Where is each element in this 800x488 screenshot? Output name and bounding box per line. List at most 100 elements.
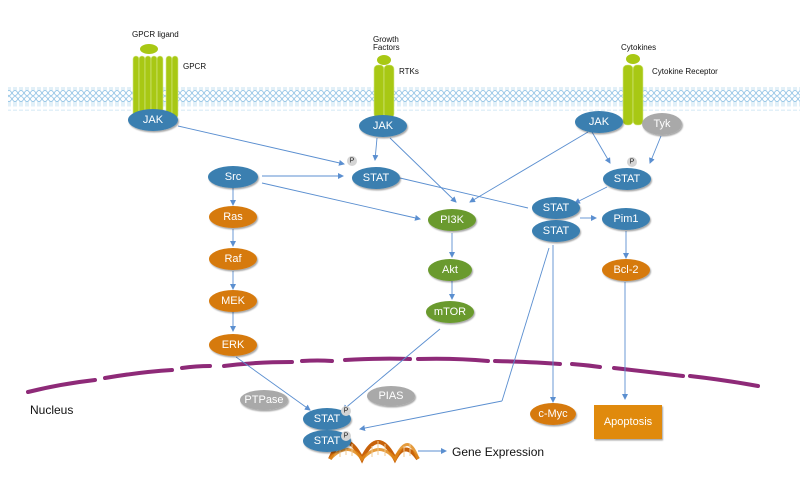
phosphate-circle — [341, 406, 351, 416]
arrow-mtor-to-nuclear-stat — [342, 328, 441, 411]
ras-node-shape — [209, 206, 257, 228]
bcl2-node-label: Bcl-2 — [613, 264, 638, 276]
gpcr-receptor — [132, 44, 179, 119]
mek-node: MEK — [209, 290, 257, 312]
rtk-receptor — [373, 55, 395, 119]
gpcr-ligand-label: GPCR ligand — [132, 30, 179, 39]
stat-node-label: STAT — [363, 172, 390, 184]
arrow-jak2-to-pi3k — [389, 137, 457, 203]
jak-node-label: JAK — [589, 116, 610, 128]
cytokines-label: Cytokines — [621, 43, 656, 52]
cmyc-node: c-Myc — [530, 403, 576, 425]
nuclear-stat-node-shape — [303, 408, 351, 430]
akt-node: Akt — [428, 259, 472, 281]
jak-node: JAK — [359, 115, 407, 137]
cmyc-node-shape — [530, 403, 576, 425]
jak-node-label: JAK — [373, 120, 394, 132]
arrow-stat-right-to-dimer — [574, 186, 608, 204]
raf-node-shape — [209, 248, 257, 270]
raf-node: Raf — [209, 248, 257, 270]
nuclear-stat-node: STAT — [303, 408, 351, 430]
ptpase-node: PTPase — [240, 390, 288, 410]
nuclear-stat-node: STAT — [303, 430, 351, 452]
jak-node: JAK — [128, 109, 178, 131]
phosphate-circle — [341, 431, 351, 441]
ras-node: Ras — [209, 206, 257, 228]
growth-factors-label: Growth — [373, 35, 399, 44]
ptpase-node-shape — [240, 390, 288, 410]
mtor-node-shape — [426, 301, 474, 323]
nuclear-stat-node-label: STAT — [314, 413, 341, 425]
cell-membrane — [8, 87, 800, 111]
pim1-node-shape — [602, 208, 650, 230]
pias-node-shape — [367, 386, 415, 406]
arrow-tyk-to-stat — [649, 135, 662, 164]
tyk-node: Tyk — [642, 113, 682, 135]
erk-node-label: ERK — [222, 339, 245, 351]
phosphate-badge: P — [341, 406, 351, 416]
gpcr-label: GPCR — [183, 62, 206, 71]
growth-factors-label-2: Factors — [373, 43, 400, 52]
phosphate-label: P — [344, 433, 349, 440]
stat-node: STAT — [352, 167, 400, 189]
arrow-to-nuclear-stat-right — [359, 400, 503, 431]
tyk-node-shape — [642, 113, 682, 135]
stat-node-label: STAT — [543, 202, 570, 214]
jak-node-shape — [575, 111, 623, 133]
stat-node-label: STAT — [543, 225, 570, 237]
mtor-node-label: mTOR — [434, 306, 466, 318]
cytokine-receptor — [622, 54, 644, 126]
stat-node: STAT — [532, 197, 580, 219]
stat-node-shape — [532, 197, 580, 219]
mek-node-shape — [209, 290, 257, 312]
mtor-node: mTOR — [426, 301, 474, 323]
arrow-jak3-to-stat — [591, 131, 611, 164]
apoptosis-box: Apoptosis — [594, 405, 662, 439]
stat-node-label: STAT — [614, 173, 641, 185]
arrow-jak2-to-stat — [372, 137, 379, 161]
pias-node-label: PIAS — [378, 390, 403, 402]
phosphate-badge: P — [627, 157, 637, 167]
arrow-src-to-pi3k — [261, 182, 421, 221]
jak-node-shape — [128, 109, 178, 131]
mek-node-label: MEK — [221, 295, 246, 307]
apoptosis-label: Apoptosis — [604, 416, 653, 428]
jak-node: JAK — [575, 111, 623, 133]
jak-node-shape — [359, 115, 407, 137]
bcl2-node: Bcl-2 — [602, 259, 650, 281]
cmyc-node-label: c-Myc — [538, 408, 568, 420]
arrow-stat-to-stat-dimer — [399, 177, 529, 209]
phosphate-label: P — [350, 158, 355, 165]
phosphate-circle — [627, 157, 637, 167]
jak-node-label: JAK — [143, 114, 164, 126]
stat-node: STAT — [603, 168, 651, 190]
apoptosis-box-shape — [594, 405, 662, 439]
pi3k-node-shape — [428, 209, 476, 231]
akt-node-label: Akt — [442, 264, 458, 276]
stat-node-shape — [603, 168, 651, 190]
nuclear-stat-node-label: STAT — [314, 435, 341, 447]
ras-node-label: Ras — [223, 211, 243, 223]
arrow-erk-to-nuclear-stat — [235, 356, 311, 411]
stat-node-shape — [352, 167, 400, 189]
arrow-stat-dimer-to-nuclear-stat — [501, 247, 550, 402]
raf-node-label: Raf — [224, 253, 242, 265]
pim1-node-label: Pim1 — [613, 213, 638, 225]
phosphate-badge: P — [341, 431, 351, 441]
arrow-jak3-to-pi3k — [469, 131, 589, 203]
phosphate-label: P — [630, 159, 635, 166]
pim1-node: Pim1 — [602, 208, 650, 230]
phosphate-badge: P — [347, 156, 357, 166]
rtks-label: RTKs — [399, 67, 419, 76]
phosphate-label: P — [344, 408, 349, 415]
arrow-jak1-to-stat — [177, 125, 345, 166]
akt-node-shape — [428, 259, 472, 281]
phosphate-circle — [347, 156, 357, 166]
cytokine-receptor-label: Cytokine Receptor — [652, 67, 718, 76]
nucleus-label: Nucleus — [30, 403, 73, 417]
nuclear-stat-node-shape — [303, 430, 351, 452]
tyk-node-label: Tyk — [653, 118, 671, 130]
bcl2-node-shape — [602, 259, 650, 281]
